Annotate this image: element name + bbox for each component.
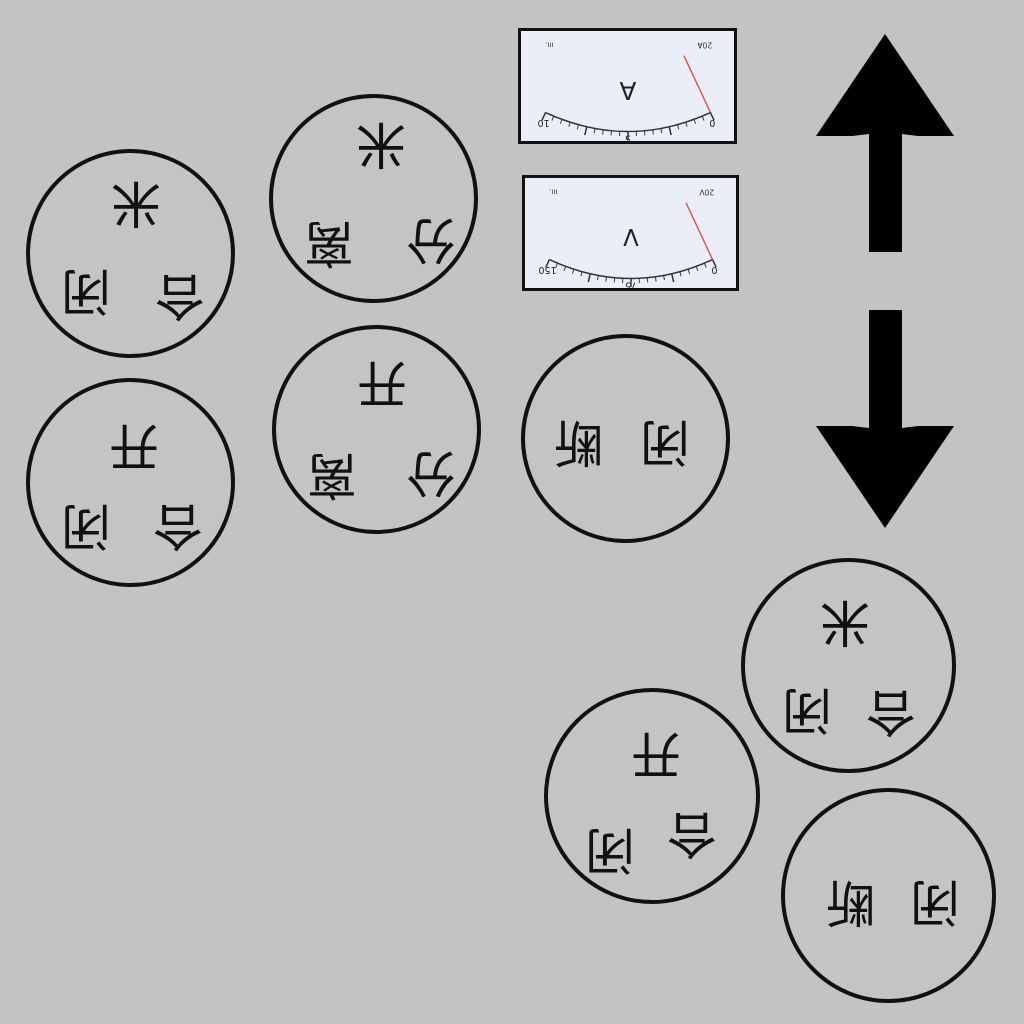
control-button-2[interactable]: 米 离 分 (269, 94, 478, 303)
voltmeter-corner-left: ııı. (549, 187, 558, 196)
scale-tick (587, 273, 591, 283)
button-label-right: 分 (406, 211, 456, 269)
voltmeter-mid-label: 75 (625, 279, 637, 288)
ammeter-min-label: 0 (709, 117, 715, 128)
voltmeter-corner-right: 20V (699, 187, 715, 196)
scale-tick (597, 275, 599, 281)
voltmeter: V 0 75 150 ııı. 20V (522, 175, 739, 291)
scale-tick (693, 119, 697, 124)
voltmeter-min-label: 0 (711, 264, 717, 275)
control-button-1[interactable]: 米 闭 合 (26, 149, 235, 358)
scale-tick (602, 129, 604, 135)
voltmeter-dial: V 0 75 150 ııı. 20V (538, 187, 717, 288)
scale-tick (654, 276, 657, 282)
button-label-top: 开 (357, 354, 407, 412)
scale-tick (679, 271, 682, 277)
scale-tick (677, 124, 680, 130)
ammeter-dial: A 0 5 10 ııı. 20A (538, 40, 716, 141)
scale-tick (660, 128, 663, 134)
ammeter-mid-label: 5 (625, 132, 631, 141)
scale-tick (703, 262, 707, 268)
button-label-right: 断 (826, 873, 876, 931)
ammeter-max-label: 10 (538, 117, 550, 128)
up-arrow-button[interactable] (814, 34, 956, 252)
button-label-left: 闭 (61, 262, 111, 320)
scale-tick (576, 124, 579, 130)
voltmeter-needle (685, 202, 714, 260)
control-button-6[interactable]: 米 闭 合 (741, 558, 956, 773)
control-button-5[interactable]: 闭 断 (521, 334, 730, 543)
button-label-right: 合 (667, 805, 717, 863)
scale-tick (671, 273, 675, 283)
scale-tick (668, 126, 672, 136)
arrow-down-icon (816, 310, 954, 528)
button-label-top: 开 (109, 417, 159, 475)
button-label-right: 分 (406, 444, 456, 502)
button-label-left: 离 (307, 446, 357, 504)
scale-tick (709, 112, 715, 121)
ammeter-ticks (541, 112, 715, 141)
button-label-right: 合 (866, 683, 916, 741)
scale-tick (563, 266, 567, 271)
scale-tick (652, 129, 654, 135)
scale-tick (593, 128, 596, 134)
scale-tick (685, 122, 688, 127)
scale-tick (711, 259, 717, 268)
scale-tick (568, 122, 571, 127)
control-button-3[interactable]: 开 闭 合 (26, 378, 235, 587)
button-label-top: 米 (356, 115, 406, 173)
button-label-right: 合 (155, 267, 205, 325)
control-button-8[interactable]: 闭 断 (781, 788, 996, 1003)
control-button-7[interactable]: 开 闭 合 (544, 688, 760, 904)
voltmeter-ticks (545, 259, 717, 288)
scale-tick (555, 262, 559, 268)
down-arrow-button[interactable] (814, 310, 956, 528)
button-label-right: 合 (153, 497, 203, 555)
button-label-right: 断 (554, 413, 604, 471)
scale-tick (701, 115, 705, 121)
ammeter-unit: A (619, 76, 636, 105)
ammeter-needle (683, 55, 712, 113)
button-label-top: 米 (820, 593, 870, 651)
button-label-top: 开 (631, 725, 681, 783)
ammeter-corner-right: 20A (697, 40, 713, 49)
voltmeter-max-label: 150 (538, 264, 556, 275)
button-label-left: 闭 (782, 681, 832, 739)
scale-tick (559, 119, 563, 124)
scale-tick (695, 266, 699, 271)
ammeter-scale-arc (545, 111, 711, 133)
scale-tick (687, 269, 690, 274)
ammeter: A 0 5 10 ııı. 20A (518, 28, 737, 144)
control-button-4[interactable]: 开 离 分 (272, 325, 481, 534)
scale-tick (571, 269, 575, 274)
scale-tick (580, 271, 583, 277)
scale-tick (541, 112, 547, 121)
scale-tick (584, 126, 588, 136)
button-label-left: 闭 (61, 497, 111, 555)
voltmeter-scale-arc (549, 258, 713, 280)
scale-tick (605, 276, 607, 282)
scale-tick (551, 115, 555, 121)
scale-tick (663, 275, 665, 281)
button-label-top: 米 (111, 174, 161, 232)
ammeter-corner-left: ııı. (545, 40, 554, 49)
arrow-up-icon (816, 34, 954, 252)
button-label-left: 离 (304, 214, 354, 272)
button-label-left: 闭 (585, 821, 635, 879)
scale-tick (545, 259, 551, 268)
voltmeter-unit: V (623, 223, 639, 249)
button-label-left: 闭 (640, 413, 690, 471)
button-label-left: 闭 (910, 873, 960, 931)
